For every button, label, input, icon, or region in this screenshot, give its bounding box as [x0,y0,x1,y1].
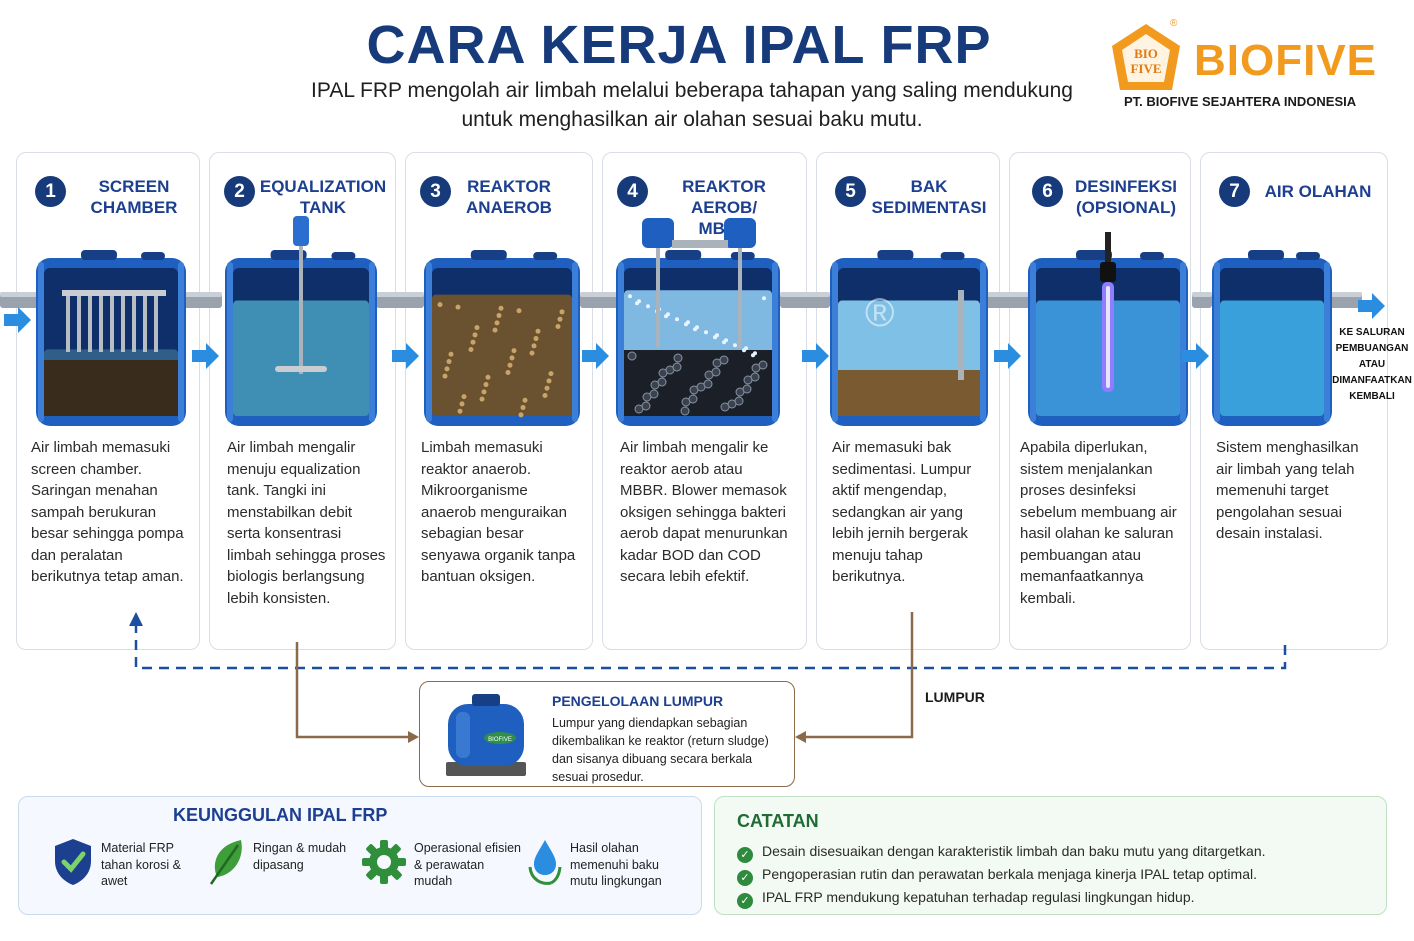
subtitle-line-2: untuk menghasilkan air olahan sesuai bak… [461,108,923,131]
notes-panel: CATATAN ✓Desain disesuaikan dengan karak… [714,796,1387,915]
check-icon: ✓ [737,893,753,909]
sludge-tank-brand: BIOFIVE [488,737,512,743]
step-header: 7 AIR OLAHAN [1201,165,1387,213]
step-number: 4 [617,176,648,207]
logo-badge-line-2: FIVE [1130,61,1161,76]
step-title: BAK SEDIMENTASI [871,177,987,217]
logo-hexagon-icon: BIO FIVE [1112,24,1180,90]
step-description: Sistem menghasilkan air limbah yang tela… [1216,439,1359,542]
logo-registered-mark: ® [1170,18,1178,29]
note-item-3: ✓IPAL FRP mendukung kepatuhan terhadap r… [737,889,1195,909]
advantage-item-3: Operasional efisien & perawatan mudah [414,841,522,888]
note-item-1: ✓Desain disesuaikan dengan karakteristik… [737,843,1266,863]
sludge-tank-icon: BIOFIVE [446,694,526,776]
step-title: REAKTOR ANAEROB [466,177,552,217]
step-card-4: 4 REAKTOR AEROB/ MBBR Air limbah mengalir … [602,152,807,650]
advantage-item-4: Hasil olahan memenuhi baku mutu lingkung… [570,841,662,888]
step-number: 1 [35,176,66,207]
sludge-flow-label: LUMPUR [925,689,985,705]
step-description: Air limbah mengalir ke reaktor aerob ata… [620,439,788,585]
step-card-6: 6 DESINFEKSI (OPSIONAL) Apabila diperlukan… [1009,152,1191,650]
gear-icon [362,840,406,884]
check-icon: ✓ [737,847,753,863]
step-number: 2 [224,176,255,207]
step-number: 7 [1219,176,1250,207]
step-title: AIR OLAHAN [1264,182,1372,201]
step-description: Apabila diperlukan, sistem menjalankan p… [1020,439,1177,607]
leaf-icon [209,840,242,885]
step-title: EQUALIZATION TANK [259,177,387,217]
advantage-item-1: Material FRP tahan korosi & awet [101,841,181,888]
sludge-description: Lumpur yang diendapkan sebagian dikembal… [552,716,769,784]
outlet-label: KE SALURAN PEMBUANGAN ATAU DIMANFAATKAN … [1332,327,1412,402]
page-title: CARA KERJA IPAL FRP [366,15,992,75]
check-icon: ✓ [737,870,753,886]
logo-wordmark: BIOFIVE [1194,36,1378,85]
logo-badge-line-1: BIO [1134,46,1158,61]
advantages-panel: KEUNGGULAN IPAL FRP Material FRP tahan k… [18,796,702,915]
note-item-2: ✓Pengoperasian rutin dan perawatan berka… [737,866,1257,886]
step-card-3: 3 REAKTOR ANAEROB Limbah memasuki reaktor … [405,152,593,650]
step-number: 5 [835,176,866,207]
notes-title: CATATAN [737,811,819,831]
step-description: Air limbah memasuki screen chamber. Sari… [31,439,184,585]
step-header: 3 REAKTOR ANAEROB [406,165,592,217]
sludge-management-box: BIOFIVE PENGELOLAAN LUMPUR Lumpur yang d… [419,681,795,787]
subtitle-line-1: IPAL FRP mengolah air limbah melalui beb… [311,79,1073,102]
page-subtitle: IPAL FRP mengolah air limbah melalui beb… [170,76,1214,134]
water-drop-recycle-icon [528,840,562,885]
step-description: Air limbah mengalir menuju equalization … [227,439,386,607]
step-card-1: 1 SCREEN CHAMBER Air limbah memasuki scree… [16,152,200,650]
step-title: DESINFEKSI (OPSIONAL) [1074,177,1178,217]
sludge-arrowhead-left [408,731,419,743]
step-title: SCREEN CHAMBER [90,177,178,217]
step-header: 4 REAKTOR AEROB/ MBBR [603,165,806,238]
step-title: REAKTOR AEROB/ MBBR [682,177,766,238]
step-number: 6 [1032,176,1063,207]
step-description: Air memasuki bak sedimentasi. Lumpur akt… [832,439,972,585]
sludge-title: PENGELOLAAN LUMPUR [552,693,724,709]
shield-check-icon [55,839,91,885]
step-header: 6 DESINFEKSI (OPSIONAL) [1010,165,1190,217]
advantage-item-2: Ringan & mudah dipasang [253,841,347,872]
company-name: PT. BIOFIVE SEJAHTERA INDONESIA [1124,94,1357,109]
sludge-arrowhead-right [795,731,806,743]
sludge-line-left [295,642,408,739]
advantages-title: KEUNGGULAN IPAL FRP [173,805,388,825]
step-description: Limbah memasuki reaktor anaerob. Mikroor… [421,439,576,585]
step-number: 3 [420,176,451,207]
step-header: 1 SCREEN CHAMBER [17,165,199,217]
brand-logo: BIO FIVE ® BIOFIVE PT. BIOFIVE SEJAHTERA… [1106,18,1386,115]
